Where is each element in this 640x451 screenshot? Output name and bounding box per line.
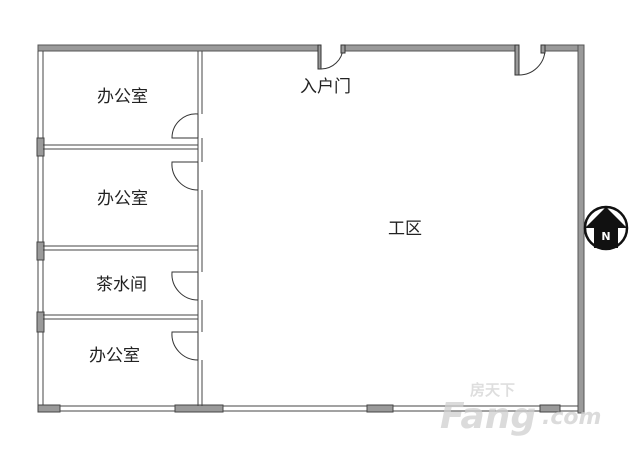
room-label-office-3: 办公室 (89, 346, 140, 366)
door-office-1 (171, 113, 199, 139)
watermark-brand: Fang (440, 396, 536, 437)
right-wall (577, 44, 585, 414)
room-dividers (43, 144, 198, 320)
left-wall (37, 51, 44, 410)
north-arrow-icon: N (583, 205, 629, 251)
bottom-wall-segments (37, 404, 561, 413)
top-wall-right (542, 44, 584, 52)
room-label-tea-room: 茶水间 (96, 275, 147, 295)
compass-letter: N (601, 230, 610, 243)
door-office-3 (171, 331, 199, 361)
corridor-partition (197, 51, 203, 406)
watermark-tld: .com (542, 405, 601, 430)
door-tea-room (171, 271, 199, 301)
door-office-2 (171, 161, 199, 191)
room-label-office-1: 办公室 (97, 87, 148, 107)
left-wall-pieces (36, 137, 45, 333)
bottom-window-1 (174, 404, 224, 413)
interior-doors (171, 113, 199, 361)
room-label-work-area: 工区 (388, 219, 422, 239)
room-label-office-2: 办公室 (97, 189, 148, 209)
right-top-door (514, 44, 546, 76)
top-wall-middle (343, 44, 519, 52)
watermark: 房天下 Fang .com (440, 381, 601, 437)
entrance-door (317, 44, 346, 70)
top-wall-left (37, 44, 321, 52)
watermark-cn: 房天下 (470, 381, 515, 399)
entrance-label: 入户门 (300, 77, 351, 97)
bottom-window-2 (366, 404, 394, 413)
bottom-wall (38, 405, 578, 412)
